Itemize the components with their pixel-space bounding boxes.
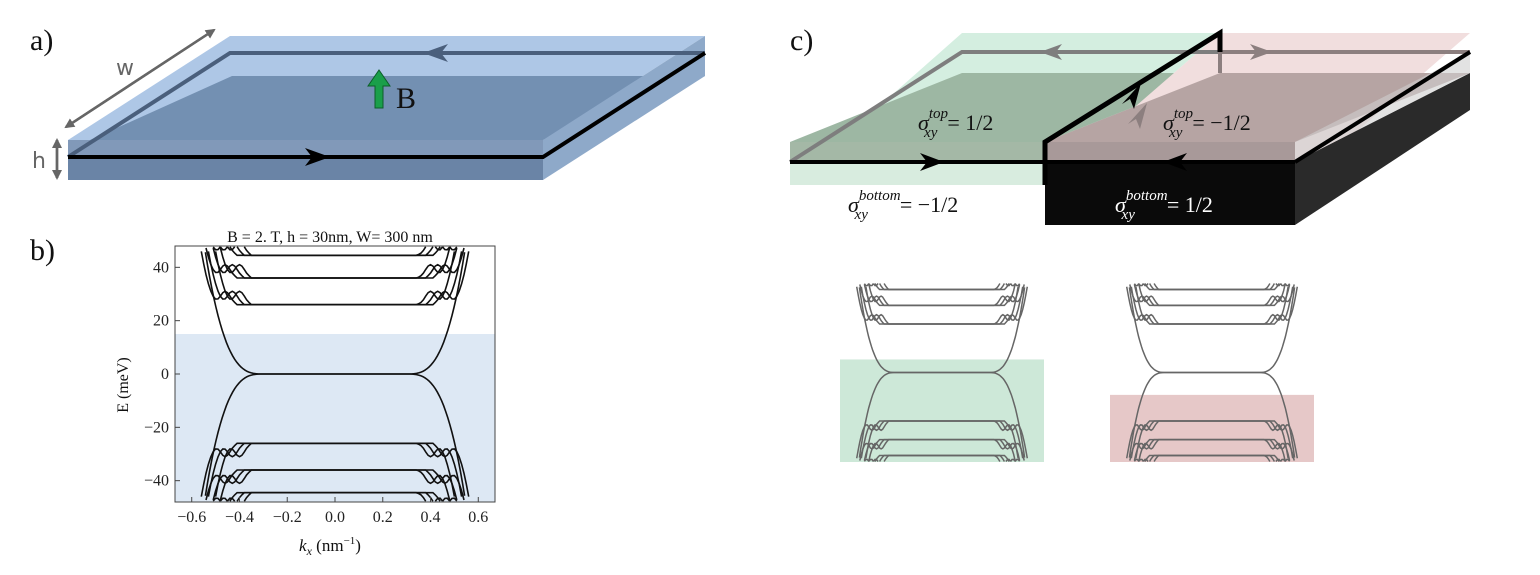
chart-ylabel: E (meV) <box>115 357 132 413</box>
chart-band-4-2 <box>205 469 465 501</box>
height-label: h <box>32 149 46 174</box>
chart-band-1-2 <box>205 247 465 279</box>
chart-band-1-0 <box>219 247 451 279</box>
slab-side-face <box>543 36 705 180</box>
back-arrow-right-icon <box>1250 44 1272 60</box>
field-label: B <box>396 82 416 115</box>
inset-left-band-0-2 <box>855 286 1029 325</box>
chart-band-2-2 <box>212 246 458 257</box>
inset-right-band-4-2 <box>1129 438 1295 461</box>
inset-left-band-2-1 <box>868 283 1016 291</box>
width-label: w <box>116 56 134 81</box>
chart-band-1-1 <box>212 247 458 279</box>
red-inner-face <box>1045 73 1470 142</box>
inset-left-band-5-2 <box>863 454 1021 462</box>
panel-a-label: a) <box>30 24 53 57</box>
inset-left-band-4-2 <box>859 438 1025 461</box>
inset-right-band-2-2 <box>1133 283 1291 291</box>
front-arrow-left-icon <box>920 153 944 171</box>
slab-inner-face <box>90 76 705 140</box>
edge-current-back-left <box>788 50 1220 164</box>
width-dimension-arrow-back <box>64 28 215 129</box>
inset-right-band-0-2 <box>1125 286 1299 325</box>
domain-wall-arrow-icon <box>1122 83 1141 109</box>
chart-xlabel: kx (nm−1) <box>299 535 361 558</box>
chart-band-2-1 <box>219 246 451 257</box>
inset-left-shade <box>840 359 1044 462</box>
inset-left-band-2-2 <box>863 283 1021 291</box>
chart-band-3-2 <box>200 442 470 497</box>
bottom-block-front <box>1045 162 1295 225</box>
domain-wall-arrow-faint-icon <box>1128 103 1147 129</box>
domain-wall-current <box>1042 28 1223 185</box>
inset-right-zero-band-lower <box>1128 371 1296 458</box>
chart-zero-band-lower <box>204 373 466 496</box>
bottom-block-side <box>1295 73 1470 225</box>
chart-shaded-region <box>175 334 495 502</box>
inset-left-band-3-2 <box>855 420 1029 459</box>
x-tick-label: 0.2 <box>373 509 393 526</box>
inset-left-zero-band-lower <box>858 371 1026 458</box>
inset-right-band-2-0 <box>1142 283 1282 291</box>
panel-b: b) B = 2. T, h = 30nm, W= 300 nm −0.6−0.… <box>30 229 496 558</box>
green-inner-face <box>790 73 1220 142</box>
panel-c-label: c) <box>790 24 813 57</box>
inset-right-band-5-2 <box>1133 454 1291 462</box>
inset-left-band-1-2 <box>859 284 1025 307</box>
band-inset-red <box>1110 283 1314 462</box>
inset-left-band-1-0 <box>868 284 1016 307</box>
edge-current-front <box>68 51 707 159</box>
green-front-light <box>790 162 1045 185</box>
x-tick-label: 0.0 <box>325 509 345 526</box>
y-tick-label: 0 <box>161 366 169 383</box>
edge-current-right-side <box>1293 50 1472 164</box>
inset-right-band-1-0 <box>1138 284 1286 307</box>
x-tick-label: −0.4 <box>225 509 254 526</box>
chart-band-5-2 <box>212 491 458 502</box>
band-inset-green <box>840 283 1044 462</box>
x-tick-label: −0.2 <box>273 509 302 526</box>
band-structure-chart: −0.6 −0.4 −0.2 0.0 0.2 0.4 0.6 −40 −20 0 20 40 <box>144 245 496 526</box>
inset-right-band-1-2 <box>1129 284 1295 307</box>
x-tick-label: −0.6 <box>177 509 206 526</box>
inset-left-band-2-0 <box>872 283 1012 291</box>
current-arrow-back-icon <box>423 44 448 62</box>
panel-a: a) B w h <box>30 24 707 180</box>
panel-b-label: b) <box>30 234 55 267</box>
magnetic-field-arrow-icon <box>367 69 391 109</box>
back-arrow-left-icon <box>1040 44 1062 60</box>
front-arrow-right-icon <box>1163 153 1187 171</box>
inset-right-band-3-2 <box>1125 420 1299 459</box>
y-tick-label: −40 <box>144 473 169 490</box>
inset-right-band-2-1 <box>1138 283 1286 291</box>
current-arrow-front-icon <box>305 148 330 166</box>
slab-front-highlight <box>68 140 543 158</box>
x-tick-label: 0.4 <box>421 509 441 526</box>
chart-title: B = 2. T, h = 30nm, W= 300 nm <box>227 229 433 246</box>
y-tick-label: 20 <box>153 313 169 330</box>
y-tick-label: −20 <box>144 419 169 436</box>
y-tick-label: 40 <box>153 259 169 276</box>
chart-band-0-2 <box>200 251 470 306</box>
x-tick-label: 0.6 <box>468 509 488 526</box>
chart-band-2-0 <box>226 246 444 257</box>
edge-current-back <box>66 51 705 159</box>
